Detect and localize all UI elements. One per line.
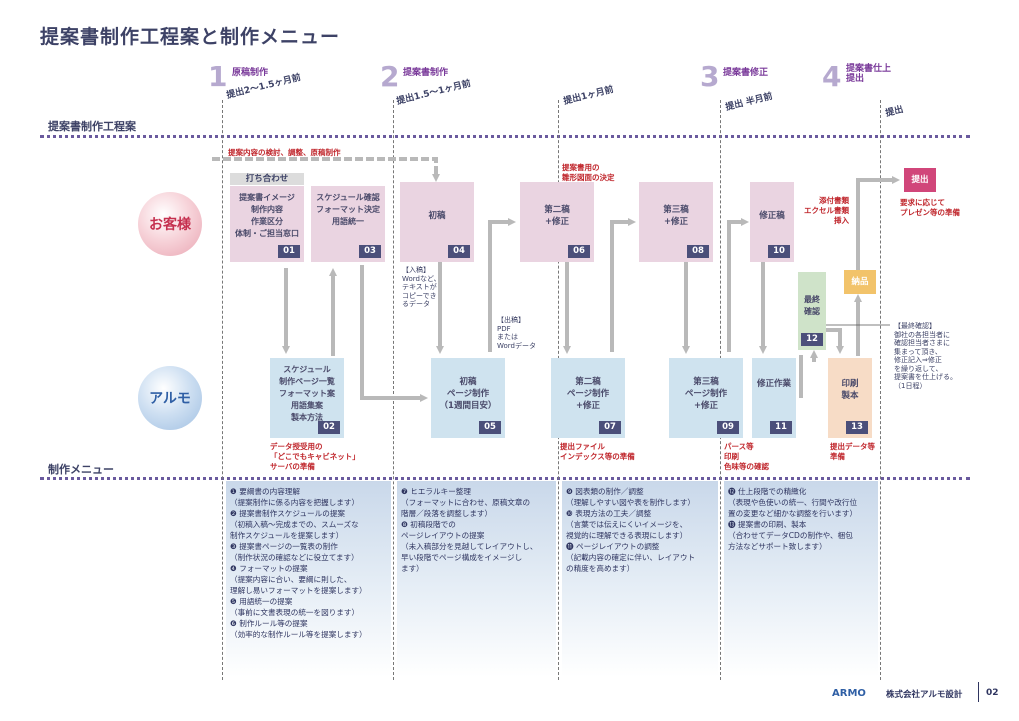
step-07-box: 第二稿 ページ制作 +修正 07 [551, 358, 625, 438]
step-05-box: 初稿 ページ制作 （1週間目安） 05 [431, 358, 505, 438]
step-06-text: 第二稿 +修正 [544, 205, 570, 227]
meeting-label: 打ち合わせ [230, 173, 304, 185]
step-04-number: 04 [448, 245, 470, 258]
step-07-text: 第二稿 ページ制作 +修正 [566, 377, 610, 411]
phase-4-title: 提案書仕上 提出 [846, 64, 892, 84]
step-04-text: 初稿 [428, 211, 446, 221]
step-09-number: 09 [717, 421, 739, 434]
menu-text-4: ⓬ 仕上段階での精緻化 （表現や色使いの統一、行間や改行位 置の変更など細かな調… [728, 487, 858, 551]
step-08-box: 第三稿 +修正 08 [639, 182, 713, 262]
client-circle: お客様 [138, 192, 202, 256]
armo-logo: ARMO [832, 688, 866, 699]
step-13-number: 13 [846, 421, 868, 434]
step-10-number: 10 [768, 245, 790, 258]
note-cabinet: データ授受用の 「どこでもキャビネット」 サーバの準備 [270, 442, 360, 471]
note-input: 【入稿】 Wordなど、 テキストが コピーでき るデータ [402, 266, 441, 308]
step-10-text: 修正稿 [759, 211, 785, 221]
phase-2-number: 2 [380, 60, 400, 93]
step-13-box: 印刷 製本 13 [828, 358, 872, 438]
client-label: お客様 [149, 217, 191, 233]
step-02-text: スケジュール 制作ページ一覧 フォーマット案 用語集案 製本方法 [279, 365, 335, 422]
menu-text-3: ❾ 図表類の制作／調整 （理解しやすい図や表を制作します） ❿ 表現方法の工夫／… [566, 487, 696, 573]
phase-2-title: 提案書制作 [403, 68, 449, 78]
phase-4-number: 4 [822, 60, 842, 93]
step-03-number: 03 [359, 245, 381, 258]
phase-line-2 [393, 100, 394, 680]
note-attach: 添付書類 エクセル書類 挿入 [804, 196, 849, 225]
step-09-box: 第三稿 ページ制作 +修正 09 [669, 358, 743, 438]
company-name: 株式会社アルモ設計 [886, 690, 963, 700]
menu-column-4 [724, 481, 878, 677]
menu-divider [40, 477, 970, 480]
step-08-text: 第三稿 +修正 [663, 205, 689, 227]
submit-box: 提出 [904, 168, 936, 192]
step-10-box: 修正稿 10 [750, 182, 794, 262]
step-04-box: 初稿 04 [400, 182, 474, 262]
note-pass: パース等 印刷 色味等の確認 [724, 442, 769, 471]
phase-1-title: 原稿制作 [232, 68, 269, 78]
menu-text-1: ❶ 要綱書の内容理解 （提案制作に係る内容を把握します） ❷ 提案書制作スケジュ… [230, 487, 367, 639]
step-05-text: 初稿 ページ制作 （1週間目安） [439, 377, 497, 411]
phase-line-1 [222, 100, 223, 680]
step-05-number: 05 [479, 421, 501, 434]
top-note: 提案内容の検討、調整、原稿制作 [228, 148, 341, 157]
note-print: 提出データ等 準備 [830, 442, 875, 461]
footer-separator [978, 682, 979, 702]
menu-section-label: 制作メニュー [48, 463, 114, 476]
step-01-box: 提案書イメージ 制作内容 作業区分 体制・ご担当窓口 01 [230, 186, 304, 262]
step-08-number: 08 [687, 245, 709, 258]
menu-column-2 [397, 481, 556, 677]
process-section-label: 提案書制作工程案 [48, 120, 136, 133]
note-output: 【出稿】 PDF または Wordデータ [497, 316, 536, 350]
phase-line-5 [880, 100, 881, 680]
step-01-number: 01 [278, 245, 300, 258]
submit-text: 提出 [911, 175, 929, 185]
page-title: 提案書制作工程案と制作メニュー [40, 26, 341, 48]
step-01-text: 提案書イメージ 制作内容 作業区分 体制・ご担当窓口 [235, 193, 299, 238]
menu-column-1 [226, 481, 391, 677]
step-12-box: 最終 確認 12 [798, 272, 826, 350]
step-03-box: スケジュール確認 フォーマット決定 用語統一 03 [311, 186, 385, 262]
step-11-number: 11 [770, 421, 792, 434]
note-file: 提出ファイル インデックス等の準備 [560, 442, 635, 461]
phase-3-number: 3 [700, 60, 720, 93]
menu-text-2: ❼ ヒエラルキー整理 （フォーマットに合わせ、原稿文章の 階層／段落を調整します… [401, 487, 538, 573]
note-diagram: 提案書用の 雛形図面の決定 [562, 163, 615, 182]
menu-column-3 [562, 481, 718, 677]
step-06-box: 第二稿 +修正 06 [520, 182, 594, 262]
note-present: 要求に応じて プレゼン等の準備 [900, 198, 960, 217]
page-number: 02 [986, 688, 999, 698]
armo-circle: アルモ [138, 366, 202, 430]
note-final-check: 【最終確認】 御社の各担当者に 確認担当者さまに 集まって頂き、 修正記入⇒修正… [894, 322, 957, 390]
delivery-text: 納品 [851, 277, 869, 287]
step-12-text: 最終 確認 [804, 295, 820, 316]
step-09-text: 第三稿 ページ制作 +修正 [684, 377, 728, 411]
delivery-box: 納品 [844, 270, 876, 294]
step-11-text: 修正作業 [756, 379, 791, 389]
phase-1-number: 1 [208, 60, 228, 93]
armo-label: アルモ [149, 391, 191, 407]
phase-3-title: 提案書修正 [723, 68, 769, 78]
step-12-number: 12 [801, 333, 823, 346]
step-02-box: スケジュール 制作ページ一覧 フォーマット案 用語集案 製本方法 02 [270, 358, 344, 438]
step-13-text: 印刷 製本 [841, 379, 859, 401]
step-07-number: 07 [599, 421, 621, 434]
step-06-number: 06 [568, 245, 590, 258]
process-divider [40, 135, 970, 138]
step-03-text: スケジュール確認 フォーマット決定 用語統一 [316, 193, 380, 226]
step-11-box: 修正作業 11 [752, 358, 796, 438]
step-02-number: 02 [318, 421, 340, 434]
